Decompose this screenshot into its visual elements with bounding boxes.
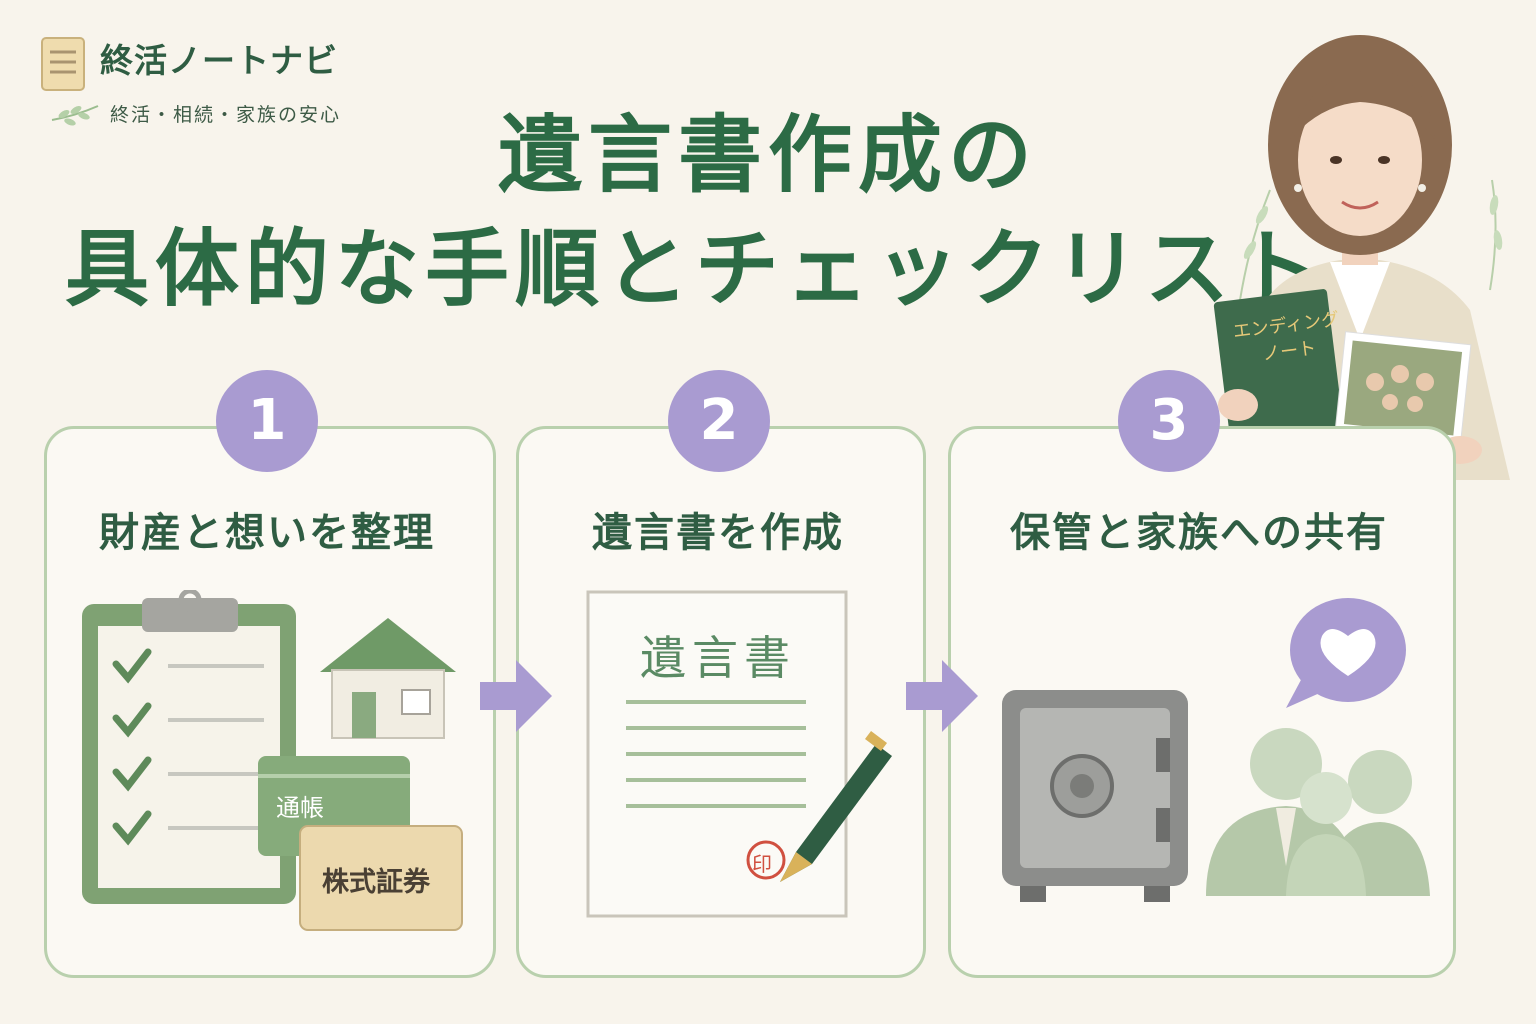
logo-tagline: 終活・相続・家族の安心 — [110, 104, 342, 126]
step-title-2: 遺言書を作成 — [592, 510, 844, 556]
step3-illustration — [1002, 598, 1430, 902]
page-title-line2: 具体的な手順とチェックリスト — [64, 220, 1325, 318]
step-number-3: 3 — [1118, 370, 1220, 472]
logo-name: 終活ノートナビ — [100, 41, 338, 80]
leaf-icon — [51, 105, 99, 126]
will-document-illustration — [586, 590, 892, 918]
notebook-icon — [41, 37, 85, 91]
safe-icon — [1002, 690, 1188, 902]
stock-certificate-icon — [299, 825, 463, 931]
page-title-line1: 遺言書作成の — [497, 106, 1038, 204]
fountain-pen-icon — [780, 730, 892, 882]
house-icon — [320, 618, 456, 739]
step-title-3: 保管と家族への共有 — [1010, 510, 1388, 556]
arrow-right-icon — [480, 660, 552, 732]
step-number-1: 1 — [216, 370, 318, 472]
securities-label: 株式証券 — [322, 867, 430, 898]
will-document-title: 遺言書 — [640, 631, 796, 685]
passbook-label: 通帳 — [276, 794, 324, 822]
seal-mark: 印 — [752, 852, 772, 876]
arrow-right-icon — [906, 660, 978, 732]
clipboard-icon — [82, 590, 296, 904]
heart-speech-bubble-icon — [1286, 598, 1406, 708]
step1-illustration — [82, 590, 463, 931]
step-number-2: 2 — [668, 370, 770, 472]
family-icon — [1206, 728, 1430, 896]
advisor-illustration — [1213, 35, 1510, 480]
step-title-1: 財産と想いを整理 — [99, 510, 435, 556]
